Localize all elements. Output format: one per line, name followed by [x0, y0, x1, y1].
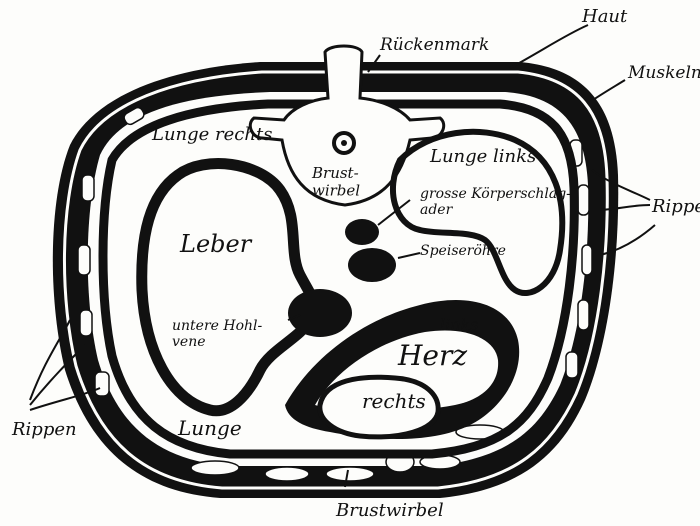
- aorta: [345, 219, 379, 245]
- label-links: links: [440, 315, 478, 334]
- label-speiseroehre: Speiseröhre: [420, 243, 506, 259]
- label-leber: Leber: [179, 230, 253, 258]
- label-brustwirbel-bottom: Brustwirbel: [335, 500, 444, 521]
- esophagus: [348, 248, 396, 282]
- label-muskeln: Muskeln: [627, 63, 700, 83]
- label-rechts: rechts: [362, 389, 426, 413]
- label-lunge-bottom: Lunge: [177, 416, 242, 440]
- label-rippen-left: Rippen: [11, 419, 77, 440]
- label-brustwirbel-top: Brust- wirbel: [311, 164, 363, 199]
- vena-cava: [288, 289, 352, 337]
- label-lunge-links: Lunge links: [429, 146, 536, 167]
- label-haut: Haut: [581, 6, 628, 27]
- label-rippen-right: Rippen: [651, 196, 700, 217]
- label-rueckenmark: Rückenmark: [379, 35, 489, 55]
- label-lunge-rechts: Lunge rechts: [151, 124, 272, 145]
- label-herz: Herz: [397, 339, 467, 372]
